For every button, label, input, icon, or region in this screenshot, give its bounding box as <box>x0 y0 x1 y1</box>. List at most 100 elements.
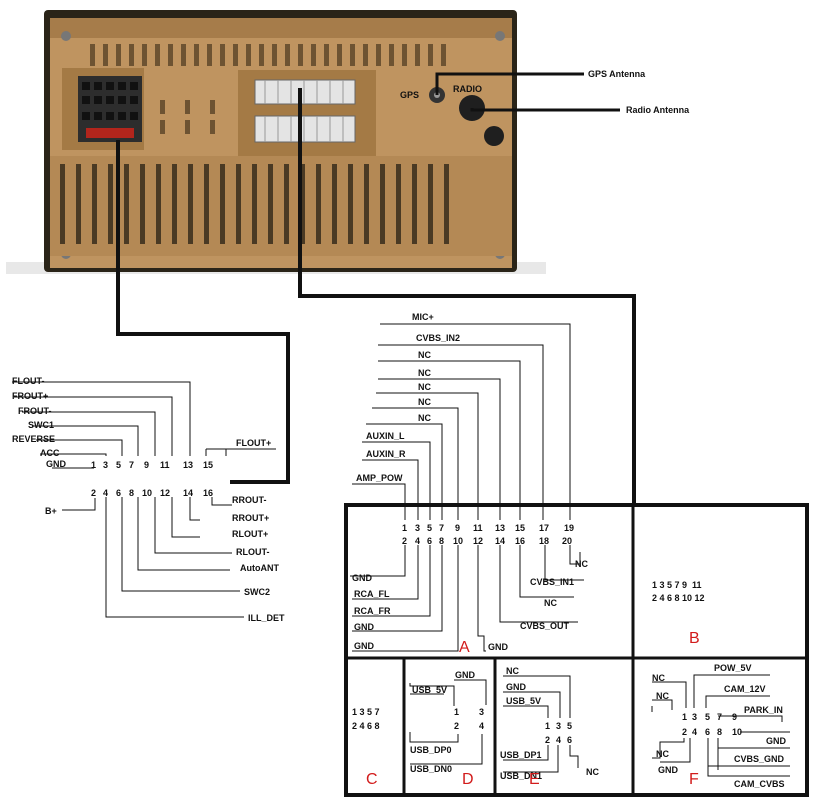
label-acc: ACC <box>40 448 60 458</box>
f-label-cam-12v: CAM_12V <box>724 684 766 694</box>
lc-pin-10: 10 <box>142 488 152 498</box>
block-d-wires <box>409 679 487 765</box>
lc-pin-15: 15 <box>203 460 213 470</box>
f-label-cam-cvbs: CAM_CVBS <box>734 779 785 789</box>
lc-pin-9: 9 <box>144 460 149 470</box>
label-rrout-minus: RROUT- <box>232 495 267 505</box>
f-pin-7: 7 <box>717 712 722 722</box>
e-pin-1: 1 <box>545 721 550 731</box>
d-label-gnd: GND <box>455 670 476 680</box>
e-pin-3: 3 <box>556 721 561 731</box>
a-pin-16: 16 <box>515 536 525 546</box>
block-b-letter: B <box>689 630 700 647</box>
gps-antenna-leader <box>435 72 584 95</box>
a-pin-15: 15 <box>515 523 525 533</box>
f-pin-6: 6 <box>705 727 710 737</box>
a-label-cvbs-in2: CVBS_IN2 <box>416 333 460 343</box>
e-pin-4: 4 <box>556 735 561 745</box>
block-a-letter: A <box>459 639 470 656</box>
e-pin-6: 6 <box>567 735 572 745</box>
label-rlout-minus: RLOUT- <box>236 547 270 557</box>
label-rrout-plus: RROUT+ <box>232 513 269 523</box>
f-pin-5: 5 <box>705 712 710 722</box>
a-pin-20: 20 <box>562 536 572 546</box>
a-label-nc-7: NC <box>575 559 588 569</box>
block-e-wires <box>503 675 579 773</box>
a-pin-4: 4 <box>415 536 420 546</box>
a-pin-8: 8 <box>439 536 444 546</box>
lc-pin-12: 12 <box>160 488 170 498</box>
a-pin-9: 9 <box>455 523 460 533</box>
a-label-gnd-4: GND <box>488 642 509 652</box>
block-c-pins-bottom: 2 4 6 8 <box>352 721 380 731</box>
lc-pin-6: 6 <box>116 488 121 498</box>
e-pin-5: 5 <box>567 721 572 731</box>
a-pin-17: 17 <box>539 523 549 533</box>
a-label-nc-1: NC <box>418 350 431 360</box>
block-f-letter: F <box>689 771 699 788</box>
d-label-usb-dp0: USB_DP0 <box>410 745 452 755</box>
e-label-usb-5v: USB_5V <box>506 696 541 706</box>
gps-port-label: GPS <box>400 90 419 100</box>
f-label-pow-5v: POW_5V <box>714 663 752 673</box>
a-label-mic-plus: MIC+ <box>412 312 434 322</box>
d-pin-3: 3 <box>479 707 484 717</box>
lc-pin-13: 13 <box>183 460 193 470</box>
f-pin-2: 2 <box>682 727 687 737</box>
a-pin-6: 6 <box>427 536 432 546</box>
gps-antenna-label: GPS Antenna <box>588 69 646 79</box>
f-label-nc-2: NC <box>656 691 669 701</box>
lc-pin-4: 4 <box>103 488 108 498</box>
f-label-cvbs-gnd: CVBS_GND <box>734 754 785 764</box>
label-swc2: SWC2 <box>244 587 270 597</box>
a-label-auxin-l: AUXIN_L <box>366 431 405 441</box>
label-ill-det: ILL_DET <box>248 613 285 623</box>
f-pin-9: 9 <box>732 712 737 722</box>
block-d-letter: D <box>462 771 474 788</box>
e-label-usb-dp1: USB_DP1 <box>500 750 542 760</box>
a-label-nc-2: NC <box>418 368 431 378</box>
a-pin-5: 5 <box>427 523 432 533</box>
a-label-nc-5: NC <box>418 413 431 423</box>
label-rlout-plus: RLOUT+ <box>232 529 268 539</box>
d-pin-4: 4 <box>479 721 484 731</box>
radio-antenna-label: Radio Antenna <box>626 105 690 115</box>
lc-pin-16: 16 <box>203 488 213 498</box>
a-label-cvbs-out: CVBS_OUT <box>520 621 570 631</box>
label-autoant: AutoANT <box>240 563 279 573</box>
lc-pin-11: 11 <box>160 460 170 470</box>
connector-boxes <box>344 503 809 797</box>
a-label-gnd-3: GND <box>354 641 375 651</box>
f-label-gnd: GND <box>658 765 679 775</box>
a-label-gnd-1: GND <box>352 573 373 583</box>
lc-pin-14: 14 <box>183 488 193 498</box>
a-label-nc-6: NC <box>544 598 557 608</box>
a-pin-7: 7 <box>439 523 444 533</box>
f-label-gnd-2: GND <box>766 736 787 746</box>
label-gnd: GND <box>46 459 67 469</box>
e-pin-2: 2 <box>545 735 550 745</box>
a-label-rca-fr: RCA_FR <box>354 606 391 616</box>
label-reverse: REVERSE <box>12 434 55 444</box>
cable-block-a <box>298 88 636 505</box>
label-b-plus: B+ <box>45 506 57 516</box>
label-frout-minus: FROUT- <box>18 406 52 416</box>
lc-pin-3: 3 <box>103 460 108 470</box>
lc-pin-8: 8 <box>129 488 134 498</box>
f-pin-10: 10 <box>732 727 742 737</box>
f-label-park-in: PARK_IN <box>744 705 783 715</box>
f-label-nc-3: NC <box>656 749 669 759</box>
f-pin-1: 1 <box>682 712 687 722</box>
lc-pin-2: 2 <box>91 488 96 498</box>
f-pin-3: 3 <box>692 712 697 722</box>
a-label-nc-4: NC <box>418 397 431 407</box>
a-label-rca-fl: RCA_FL <box>354 589 390 599</box>
f-pin-8: 8 <box>717 727 722 737</box>
label-flout-plus: FLOUT+ <box>236 438 271 448</box>
cable-left-connector <box>116 140 290 484</box>
lc-pin-1: 1 <box>91 460 96 470</box>
a-pin-14: 14 <box>495 536 505 546</box>
lc-pin-5: 5 <box>116 460 121 470</box>
e-label-usb-dn1: USB_DN1 <box>500 771 542 781</box>
radio-port-label: RADIO <box>453 84 482 94</box>
